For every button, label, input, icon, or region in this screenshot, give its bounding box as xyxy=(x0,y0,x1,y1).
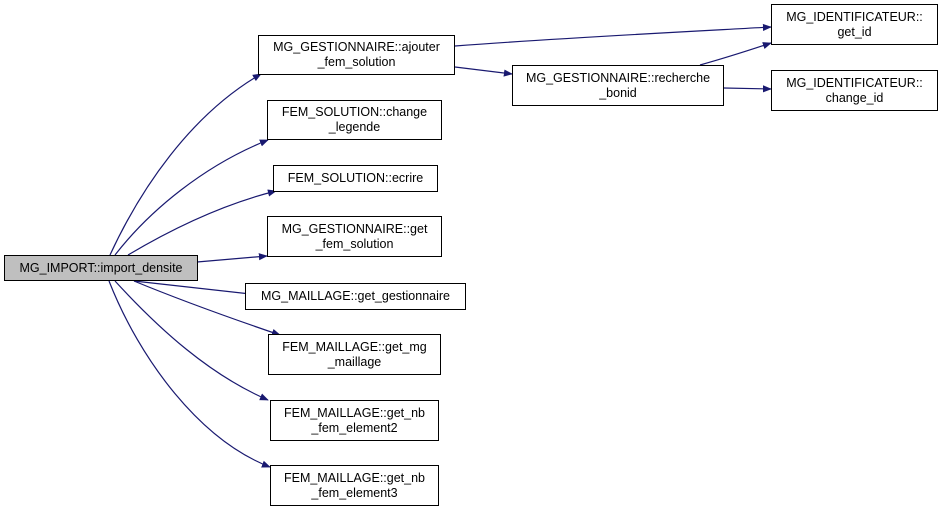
edge-ajouter-to-get_id xyxy=(454,23,772,47)
node-mg-maillage-get-gestionnaire[interactable]: MG_MAILLAGE::get_gestionnaire xyxy=(245,283,466,310)
node-label-line: _fem_element3 xyxy=(311,485,398,500)
node-label-line: MG_GESTIONNAIRE::recherche xyxy=(525,70,711,85)
node-label-line: _fem_solution xyxy=(315,236,394,251)
node-mg-gestionnaire-ajouter-fem-solution[interactable]: MG_GESTIONNAIRE::ajouter_fem_solution xyxy=(258,35,455,75)
node-mg-identificateur-get-id[interactable]: MG_IDENTIFICATEUR::get_id xyxy=(771,4,938,45)
node-mg-gestionnaire-get-fem-solution[interactable]: MG_GESTIONNAIRE::get_fem_solution xyxy=(267,216,442,257)
node-label-line: FEM_SOLUTION::ecrire xyxy=(287,171,424,185)
node-label-line: FEM_SOLUTION::change xyxy=(281,105,428,119)
node-mg-gestionnaire-recherche-bonid[interactable]: MG_GESTIONNAIRE::recherche_bonid xyxy=(512,65,724,106)
node-label-line: _fem_element2 xyxy=(311,420,398,435)
node-fem-maillage-get-mg-maillage[interactable]: FEM_MAILLAGE::get_mg_maillage xyxy=(268,334,441,375)
node-label-line: MG_GESTIONNAIRE::get xyxy=(281,221,428,236)
node-fem-maillage-get-nb-fem-element2[interactable]: FEM_MAILLAGE::get_nb_fem_element2 xyxy=(270,400,439,441)
node-label-line: MG_GESTIONNAIRE::ajouter xyxy=(273,40,440,54)
edge-root-to-get_fem_solution xyxy=(196,253,268,263)
node-label-line: MG_IDENTIFICATEUR:: xyxy=(786,9,923,24)
node-fem-solution-change-legende[interactable]: FEM_SOLUTION::change_legende xyxy=(267,100,442,140)
node-label-line: MG_IMPORT::import_densite xyxy=(19,260,183,275)
edge-recherche_bonid-to-change_id xyxy=(723,85,772,93)
edge-ajouter-to-recherche_bonid xyxy=(454,66,513,77)
node-label-line: _legende xyxy=(328,120,381,134)
edge-root-to-change_legende xyxy=(114,139,269,256)
node-fem-maillage-get-nb-fem-element3[interactable]: FEM_MAILLAGE::get_nb_fem_element3 xyxy=(270,465,439,506)
edge-recherche_bonid-to-get_id xyxy=(699,42,772,66)
node-fem-solution-ecrire[interactable]: FEM_SOLUTION::ecrire xyxy=(273,165,438,192)
node-label-line: _maillage xyxy=(327,354,382,369)
node-label-line: change_id xyxy=(825,90,884,105)
node-label-line: MG_MAILLAGE::get_gestionnaire xyxy=(261,289,450,303)
node-label-line: FEM_MAILLAGE::get_mg xyxy=(282,339,427,354)
node-label-line: FEM_MAILLAGE::get_nb xyxy=(283,470,426,485)
edge-root-to-ajouter xyxy=(109,73,262,256)
edge-root-to-ecrire xyxy=(127,189,277,256)
node-label-line: _bonid xyxy=(599,85,637,100)
edge-root-to-get_nb_fem_element2 xyxy=(114,280,269,401)
edge-root-to-get_mg_maillage xyxy=(133,280,281,336)
node-label-line: FEM_MAILLAGE::get_nb xyxy=(283,405,426,420)
node-label-line: get_id xyxy=(837,24,872,39)
edge-root-to-get_nb_fem_element3 xyxy=(108,280,271,468)
node-mg-import-import-densite[interactable]: MG_IMPORT::import_densite xyxy=(4,255,198,281)
node-label-line: MG_IDENTIFICATEUR:: xyxy=(786,75,923,90)
node-label-line: _fem_solution xyxy=(317,55,396,69)
node-mg-identificateur-change-id[interactable]: MG_IDENTIFICATEUR::change_id xyxy=(771,70,938,111)
